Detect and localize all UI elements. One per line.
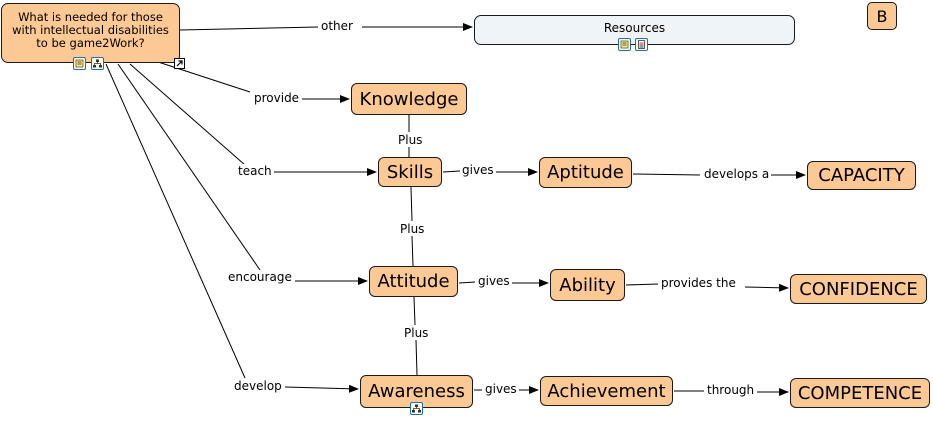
- concept-map-icon[interactable]: [91, 57, 104, 70]
- link-label-develop[interactable]: develop: [232, 379, 284, 393]
- link-label-develops-a[interactable]: develops a: [702, 167, 772, 181]
- concept-competence[interactable]: COMPETENCE: [790, 378, 930, 408]
- line-root-other: [179, 26, 319, 31]
- link-label-gives[interactable]: gives: [476, 274, 512, 288]
- link-label-plus[interactable]: Plus: [396, 133, 425, 147]
- link-label-teach[interactable]: teach: [236, 164, 274, 178]
- concept-aptitude[interactable]: Aptitude: [539, 157, 632, 188]
- concept-awareness[interactable]: Awareness: [360, 375, 473, 408]
- concept-confidence[interactable]: CONFIDENCE: [790, 274, 927, 304]
- line-skills-gives: [442, 170, 461, 173]
- notes-icon[interactable]: [618, 38, 631, 51]
- concept-map-icon[interactable]: [410, 402, 423, 415]
- link-label-plus[interactable]: Plus: [398, 222, 427, 236]
- line-provides-confidence: [744, 283, 789, 292]
- line-root-teach: [129, 63, 246, 166]
- link-label-gives[interactable]: gives: [460, 163, 496, 177]
- line-attitude-gives: [458, 281, 476, 284]
- notes-icon[interactable]: [73, 57, 86, 70]
- line-root-provide: [151, 59, 251, 93]
- concept-knowledge[interactable]: Knowledge: [351, 83, 467, 115]
- external-link-icon[interactable]: [174, 58, 185, 69]
- concept-capacity[interactable]: CAPACITY: [807, 161, 916, 190]
- line-aptitude-develops: [632, 173, 701, 176]
- link-label-through[interactable]: through: [705, 383, 757, 397]
- link-label-provides-the[interactable]: provides the: [659, 276, 738, 290]
- line-plus-awareness: [415, 339, 418, 376]
- link-label-plus[interactable]: Plus: [402, 326, 431, 340]
- line-ability-provides: [625, 283, 659, 286]
- line-skills-plus: [410, 186, 413, 222]
- concept-ability[interactable]: Ability: [550, 269, 625, 301]
- resources-node[interactable]: Resources: [474, 15, 795, 45]
- link-label-other[interactable]: other: [319, 19, 355, 33]
- map-badge-b: B: [867, 2, 897, 30]
- document-icon[interactable]: [635, 38, 648, 51]
- line-attitude-plus: [413, 296, 416, 326]
- line-plus-attitude: [411, 235, 414, 267]
- link-label-provide[interactable]: provide: [252, 91, 302, 105]
- line-root-encourage: [117, 63, 261, 271]
- link-label-encourage[interactable]: encourage: [226, 270, 294, 284]
- link-label-gives[interactable]: gives: [483, 382, 519, 396]
- concept-achievement[interactable]: Achievement: [540, 376, 673, 406]
- line-root-develop: [105, 63, 246, 379]
- concept-attitude[interactable]: Attitude: [369, 266, 458, 297]
- root-question-node[interactable]: What is needed for those with intellectu…: [1, 3, 180, 63]
- line-develop-awareness: [284, 384, 359, 393]
- concept-skills[interactable]: Skills: [378, 157, 442, 187]
